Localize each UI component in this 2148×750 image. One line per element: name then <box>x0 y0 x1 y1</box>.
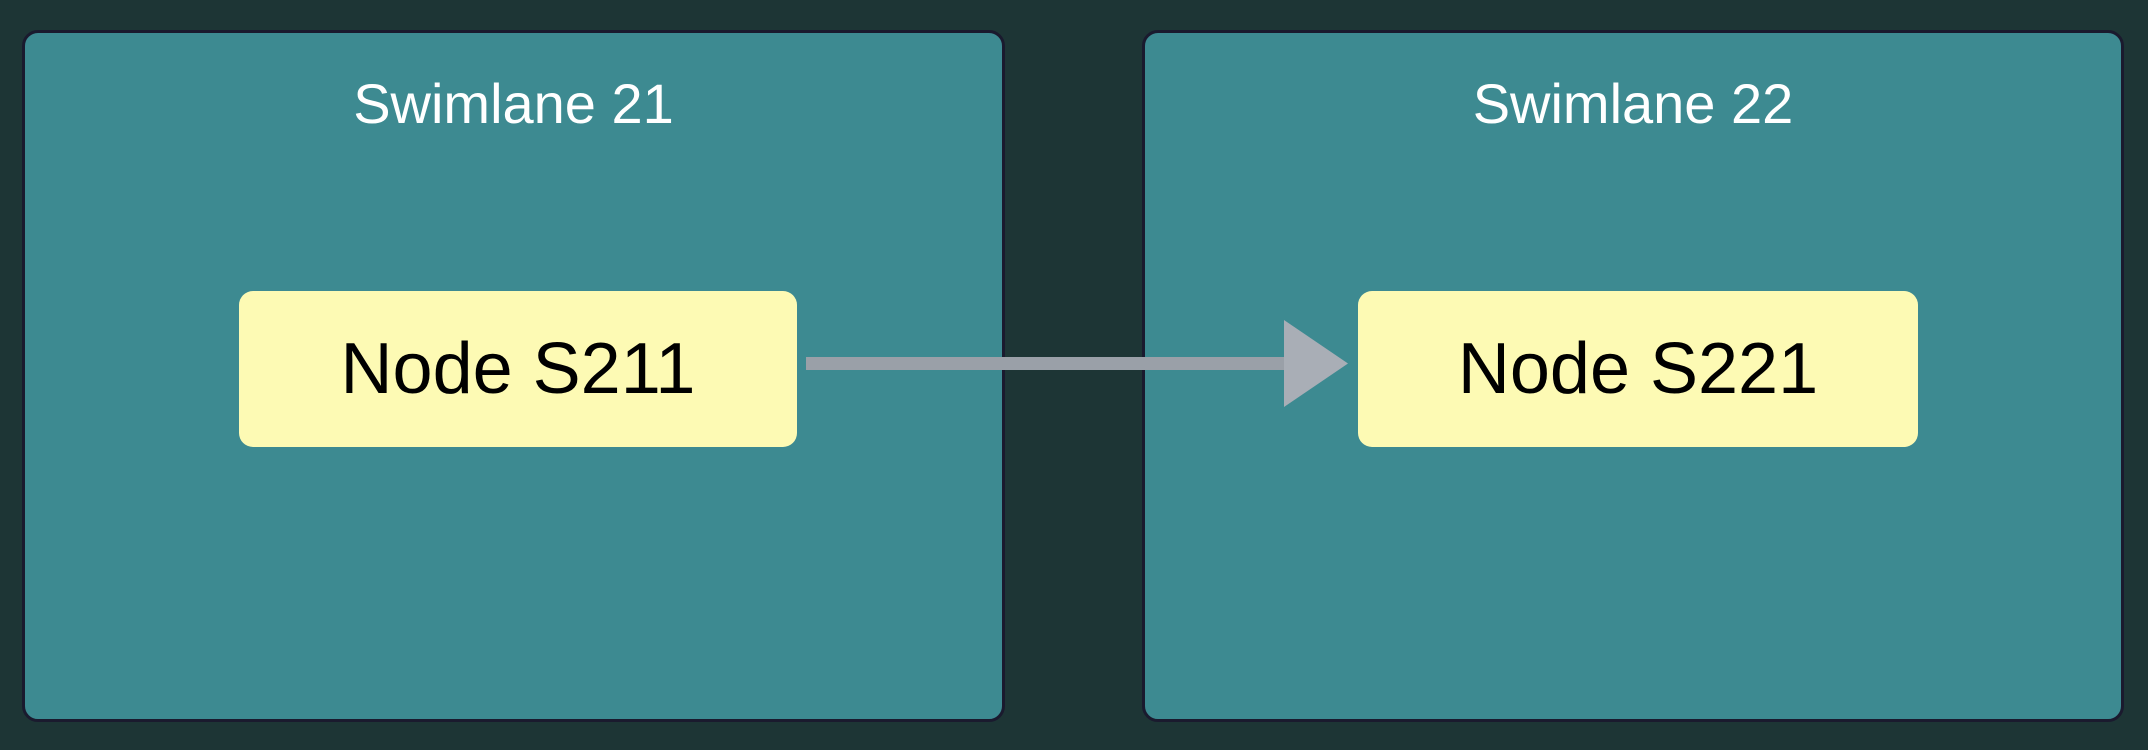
node-s211[interactable]: Node S211 <box>239 291 797 447</box>
swimlane-22-title: Swimlane 22 <box>1472 72 1794 135</box>
node-s221[interactable]: Node S221 <box>1358 291 1918 447</box>
swimlane-21-title: Swimlane 21 <box>353 72 674 135</box>
node-s211-label: Node S211 <box>340 329 696 409</box>
node-s221-label: Node S221 <box>1457 329 1819 409</box>
swimlane-22[interactable]: Swimlane 22 Node S221 <box>1142 30 2124 722</box>
swimlane-21[interactable]: Swimlane 21 Node S211 <box>22 30 1005 722</box>
